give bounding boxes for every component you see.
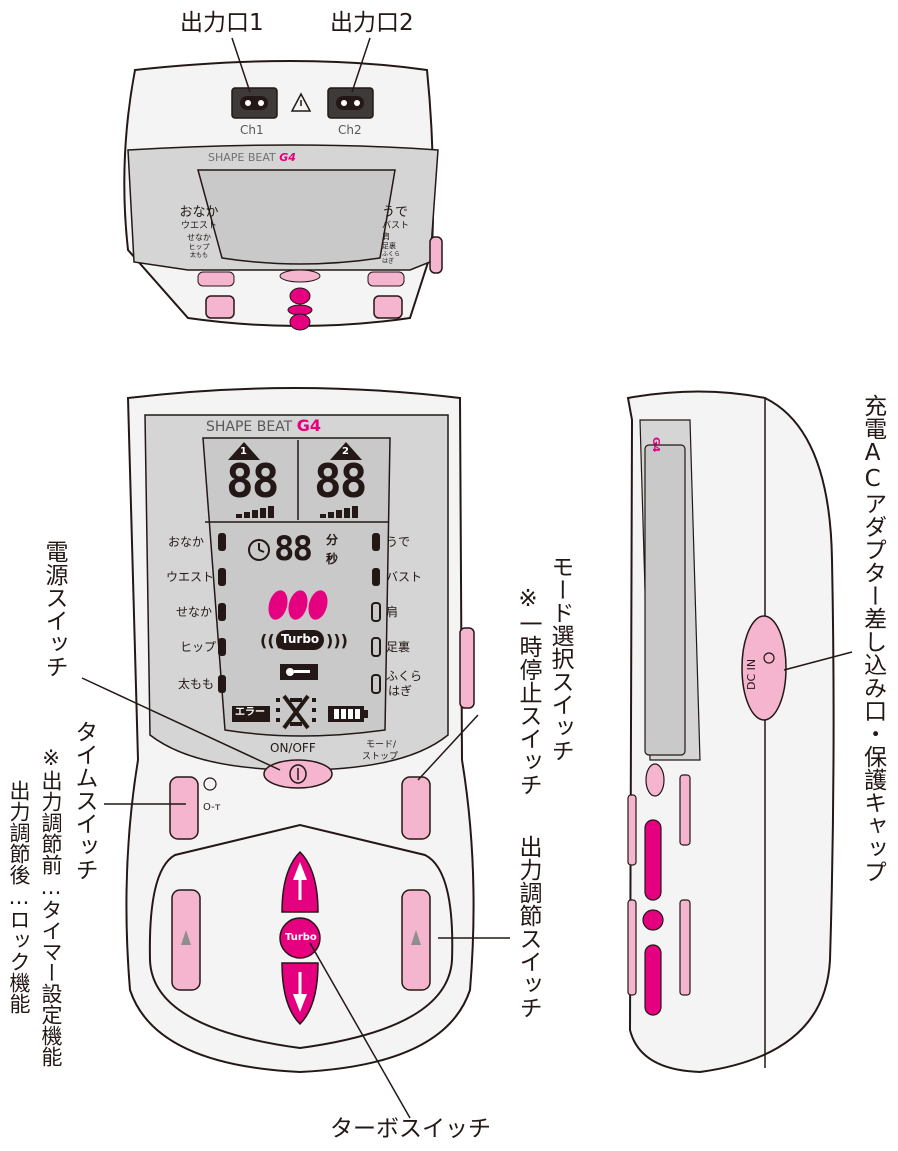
ch2-label: Ch2 (338, 123, 362, 137)
timer-clock-icon (203, 777, 217, 791)
warning-icon (290, 92, 312, 112)
svg-text:O-т: O-т (203, 802, 221, 813)
error-indicator-text: エラー (235, 707, 265, 718)
clock-icon (248, 539, 270, 561)
top-left-parts: おなか ウエスト せなか ヒップ 太もも (176, 206, 222, 260)
front-model-text: G4 (296, 416, 321, 435)
top-part-label: ウエスト (180, 221, 217, 231)
onoff-label: ON/OFF (270, 741, 316, 755)
front-left-part: ウエスト (166, 570, 215, 584)
top-part-label: ヒップ (188, 243, 210, 251)
dc-in-label: DC IN (745, 658, 758, 690)
front-view-device: ((( ))) O-т (81, 387, 510, 1119)
time-switch-label: タイムスイッチ (71, 720, 97, 881)
side-view-device (626, 390, 853, 1074)
outlet1-label: 出力口1 (180, 10, 264, 36)
top-part-label: バスト (382, 221, 410, 231)
mode-switch-button[interactable] (401, 776, 431, 840)
ch1-label: Ch1 (240, 123, 264, 137)
front-right-part: うで (386, 535, 411, 549)
front-left-part: ヒップ (180, 640, 217, 654)
top-part-label: せなか (187, 233, 211, 242)
top-up-button[interactable] (289, 287, 311, 305)
top-model-text: G4 (279, 151, 296, 164)
svg-text:))): ))) (326, 631, 348, 650)
turbo-button-text: Turbo (285, 932, 317, 943)
power-switch-label: 電源スイッチ (41, 540, 67, 678)
level-display-1: 88 (226, 454, 279, 508)
top-part-label: うで (382, 205, 409, 220)
mode-switch-note: ※一時停止スイッチ (515, 586, 541, 796)
top-part-label: 肩 (382, 232, 390, 241)
mode-switch-label: モード選択スイッチ (547, 555, 573, 762)
dc-in-cap[interactable] (741, 615, 787, 721)
error-indicator-box (232, 706, 270, 722)
turbo-button[interactable] (279, 917, 321, 959)
time-switch-button[interactable] (169, 776, 199, 840)
top-left-button[interactable] (205, 295, 235, 319)
time-switch-note2: 出力調節後…ロック機能 (7, 780, 31, 1014)
top-brand: SHAPE BEAT G4 (208, 152, 296, 163)
front-left-part: せなか (176, 605, 213, 619)
ch-mark-2: 2 (342, 446, 349, 457)
electrode-icon (282, 694, 310, 730)
front-right-part: はぎ (388, 684, 413, 698)
intensity-indicator (268, 590, 288, 620)
front-right-part: バスト (386, 570, 423, 584)
timer-sec-label: 秒 (326, 552, 339, 566)
front-right-part: 肩 (386, 605, 399, 619)
turbo-indicator-text: Turbo (281, 632, 320, 646)
top-part-label: 足裏 (382, 242, 396, 250)
top-right-parts: うで バスト 肩 足裏 ふくら はぎ (382, 205, 428, 266)
top-part-label: おなか (179, 205, 219, 220)
top-side-cap (429, 236, 443, 274)
mode-stop-label-1: モード/ (366, 740, 397, 750)
front-brand-text: SHAPE BEAT (206, 419, 293, 435)
front-side-cap (459, 627, 475, 709)
top-view-device (123, 37, 443, 331)
top-part-label: 太もも (189, 252, 208, 259)
timer-min-label: 分 (326, 533, 339, 547)
front-right-part: ふくら (386, 669, 423, 683)
top-down-button[interactable] (289, 313, 311, 331)
side-lcd (644, 444, 686, 756)
top-part-label: ふくら はぎ (382, 251, 401, 265)
turbo-indicator-box (276, 630, 324, 650)
dc-port-label: 充電ACアダプター差し込み口・保護キャップ (859, 394, 886, 883)
top-device-lcd (197, 169, 396, 265)
top-right-button[interactable] (373, 295, 403, 319)
top-brand-text: SHAPE BEAT (208, 151, 276, 164)
svg-text:(((: ((( (260, 631, 282, 650)
ch-mark-1: 1 (240, 446, 247, 457)
side-button-1[interactable] (627, 794, 637, 866)
side-power-button[interactable] (645, 763, 665, 797)
mode-stop-label-2: ストップ (362, 752, 399, 762)
front-right-part: 足裏 (386, 640, 411, 654)
level-display-2: 88 (314, 454, 367, 508)
timer-display: 88 (274, 529, 313, 569)
front-left-part: 太もも (178, 677, 215, 691)
outlet2-label: 出力口2 (330, 10, 414, 36)
turbo-switch-label: ターボスイッチ (330, 1116, 491, 1142)
output-adjust-label: 出力調節スイッチ (515, 835, 541, 1019)
side-model-text: G4 (650, 437, 661, 453)
time-switch-note1: ※出力調節前…タイマー設定機能 (39, 746, 63, 1067)
front-left-part: おなか (168, 535, 205, 549)
front-brand: SHAPE BEAT G4 (206, 416, 321, 435)
